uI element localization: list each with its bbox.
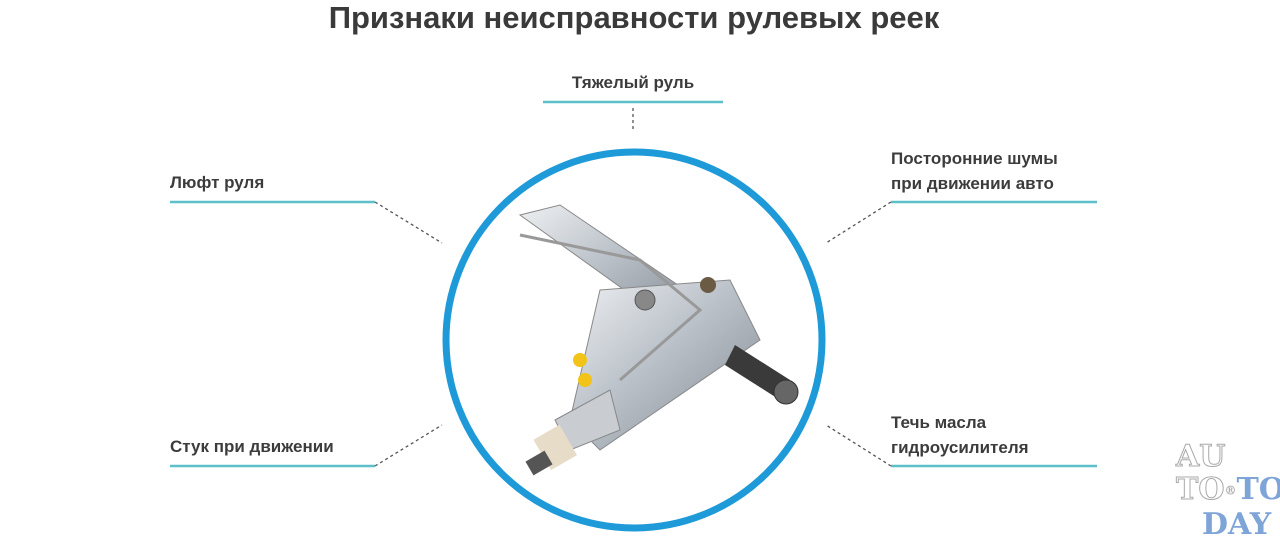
steering-rack-image	[518, 204, 799, 476]
connector-lines	[374, 108, 892, 467]
label-noise: Посторонние шумы при движении авто	[891, 146, 1058, 196]
logo-line3: DAY	[1202, 506, 1272, 542]
label-oil-leak-line1: Течь масла	[891, 413, 987, 432]
label-knock: Стук при движении	[170, 437, 334, 456]
label-steering-play: Люфт руля	[170, 173, 265, 192]
logo-mark: ®	[1224, 483, 1237, 498]
page-title: Признаки неисправности рулевых реек	[328, 0, 940, 35]
logo-line2b: TO	[1236, 472, 1280, 507]
label-oil-leak: Течь масла гидроусилителя	[891, 410, 1029, 460]
label-oil-leak-line2: гидроусилителя	[891, 438, 1029, 457]
label-noise-line2: при движении авто	[891, 174, 1054, 193]
autotoday-logo: AU TO®TO DAY	[1175, 439, 1280, 542]
label-noise-line1: Посторонние шумы	[891, 149, 1058, 168]
logo-line1: AU	[1176, 439, 1226, 474]
label-heavy-steering: Тяжелый руль	[571, 73, 695, 92]
logo-line2a: TO	[1175, 472, 1225, 507]
label-underlines	[170, 100, 1097, 468]
highlight-circle	[442, 148, 826, 532]
